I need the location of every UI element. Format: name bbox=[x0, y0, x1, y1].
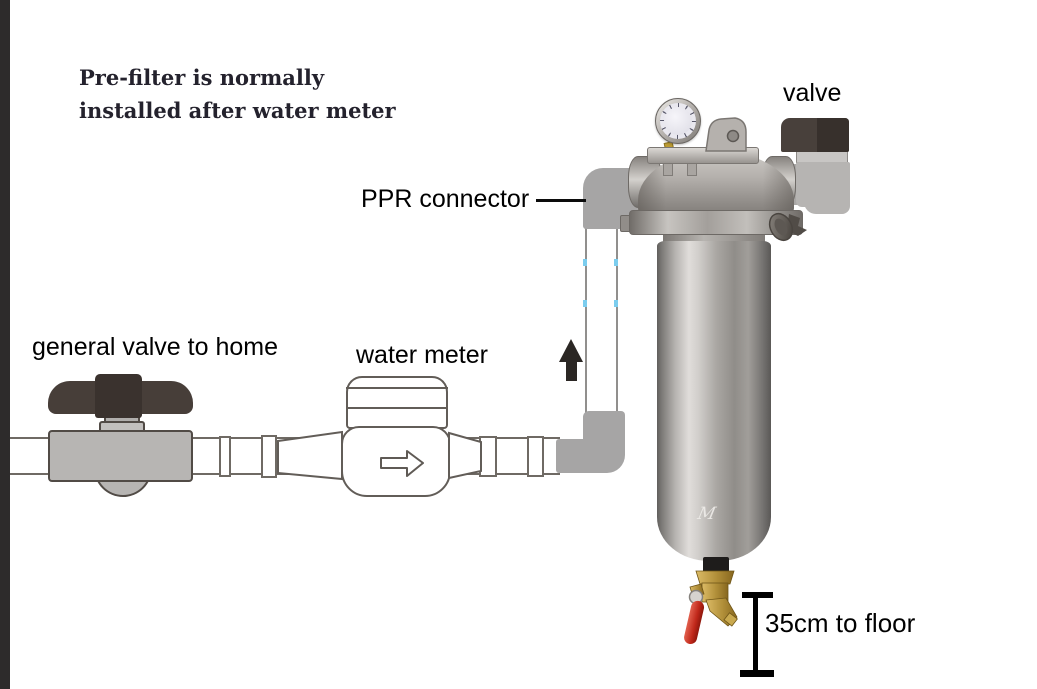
outlet-valve-foot bbox=[804, 202, 850, 214]
pipe-coupling bbox=[527, 436, 544, 477]
drain-valve-ring bbox=[688, 589, 704, 605]
filter-neck bbox=[663, 234, 765, 243]
measure-bracket-bottom bbox=[740, 670, 774, 677]
outlet-valve-handle-dark bbox=[817, 118, 849, 152]
left-edge-bar bbox=[0, 0, 10, 689]
mounting-bracket-plate bbox=[647, 147, 759, 164]
label-valve: valve bbox=[783, 79, 842, 107]
pipe-marker bbox=[614, 259, 618, 266]
pipe-marker bbox=[583, 300, 587, 307]
general-valve-body bbox=[48, 430, 193, 482]
clamp-ring bbox=[629, 210, 803, 235]
filter-body-cylinder bbox=[657, 241, 771, 561]
pipe-marker bbox=[583, 259, 587, 266]
pipe-coupling bbox=[261, 435, 277, 478]
label-ppr-connector: PPR connector bbox=[361, 185, 530, 213]
drain-valve-red-handle bbox=[684, 600, 705, 645]
bracket-post bbox=[663, 163, 673, 176]
water-meter-body bbox=[341, 426, 451, 497]
vertical-pipe bbox=[585, 228, 618, 414]
note-text: Pre-filter is normally installed after w… bbox=[79, 61, 396, 127]
drain-fitting bbox=[703, 557, 729, 573]
measure-bracket-line bbox=[753, 595, 758, 676]
pipe-coupling bbox=[479, 436, 497, 477]
water-meter-register bbox=[346, 376, 448, 429]
drain-valve-brass bbox=[684, 570, 738, 645]
ppr-pointer-line bbox=[536, 199, 586, 202]
water-meter-register-line bbox=[346, 407, 448, 409]
label-water-meter: water meter bbox=[356, 341, 488, 369]
bracket-post bbox=[687, 163, 697, 176]
up-arrow-shaft bbox=[566, 360, 577, 381]
ppr-elbow-bottom-wing bbox=[556, 439, 588, 473]
up-arrow-icon bbox=[559, 339, 583, 362]
label-general-valve: general valve to home bbox=[32, 333, 278, 361]
pipe-marker bbox=[614, 300, 618, 307]
water-meter-register-line bbox=[346, 387, 448, 389]
label-floor-distance: 35cm to floor bbox=[765, 608, 916, 638]
general-valve-handle-center bbox=[95, 374, 142, 418]
note-line-2: installed after water meter bbox=[79, 98, 396, 123]
note-line-1: Pre-filter is normally bbox=[79, 65, 325, 90]
pipe-coupling bbox=[219, 436, 231, 477]
outlet-valve-body bbox=[796, 162, 850, 207]
gauge-face bbox=[664, 107, 692, 135]
ppr-elbow-bottom bbox=[583, 411, 625, 473]
